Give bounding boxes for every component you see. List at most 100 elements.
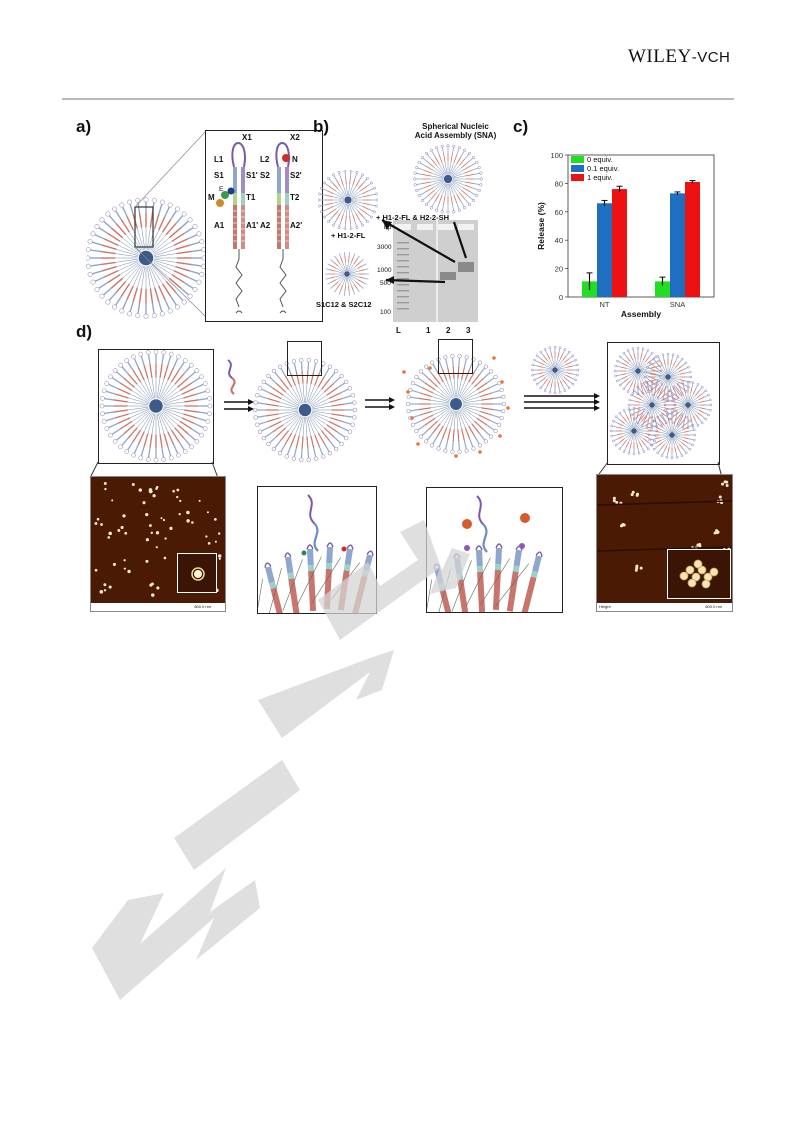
publisher-name: WILEY — [628, 46, 692, 67]
panel-b-bottom-particle — [325, 252, 369, 296]
y-tick-label: 20 — [555, 265, 563, 274]
y-axis-label: Release (%) — [536, 202, 546, 250]
y-tick-label: 80 — [555, 179, 563, 188]
x-axis-label: Assembly — [621, 309, 661, 319]
label-s1: S1 — [214, 171, 224, 180]
gel-arrows — [381, 219, 468, 284]
label-a1: A1 — [214, 221, 225, 230]
panel-b-sna-particle — [413, 144, 483, 214]
gel-marker-3000: 3000 — [377, 244, 392, 251]
panel-d-step3-particle — [402, 354, 510, 458]
bar-nt-1 — [597, 203, 612, 297]
afm-image-right: Height 800.0 nm — [596, 474, 733, 612]
panel-d-zoom-schematic-1 — [253, 486, 377, 633]
panel-d-zoom-schematic-2 — [422, 487, 563, 634]
afm-right-scale-bar: Height 800.0 nm — [597, 603, 732, 611]
strand-diagram — [216, 142, 290, 314]
afm-right-inset-cluster — [679, 559, 719, 589]
panel-b-top-caption: + H1-2-FL — [331, 231, 366, 240]
panel-b-top-particle — [318, 170, 378, 230]
gel-lane-3: 3 — [466, 326, 471, 335]
panel-a-zoom-lines — [134, 129, 208, 319]
bar-sna-1 — [670, 193, 685, 297]
panel-b-title: Spherical Nucleic Acid Assembly (SNA) — [408, 122, 503, 140]
publisher-suffix: -VCH — [691, 49, 731, 66]
afm-image-left: 800.0 nm — [90, 476, 226, 612]
label-m: M — [208, 193, 215, 202]
panel-d-start-particle — [99, 349, 213, 463]
legend-label: 1 equiv. — [587, 173, 613, 182]
y-tick-label: 100 — [550, 151, 563, 160]
publisher-logo: WILEY-VCH — [628, 46, 730, 68]
legend-swatch — [571, 174, 584, 181]
panel-a-sna-particle — [86, 197, 206, 319]
gel-marker-100: 100 — [380, 309, 391, 316]
afm-left-particles — [94, 482, 222, 597]
panel-d-label: d) — [76, 322, 93, 341]
panel-c-label: c) — [513, 117, 529, 136]
panel-b-title-line1: Spherical Nucleic — [422, 122, 489, 131]
bar-sna-2 — [685, 181, 700, 297]
legend-swatch — [571, 156, 584, 163]
y-tick-label: 40 — [555, 236, 563, 245]
label-a2-prime: A2' — [290, 221, 303, 230]
trigger-strand-icon — [227, 359, 236, 395]
panel-d-end-box — [607, 342, 720, 465]
gel-marker-1000: 1000 — [377, 267, 392, 274]
afm-right-inset — [667, 549, 731, 599]
panel-d-start-box — [98, 349, 214, 464]
label-a2: A2 — [260, 221, 271, 230]
legend-label: 0.1 equiv. — [587, 164, 619, 173]
afm-left-inset-particle — [191, 567, 205, 581]
panel-a-strand-box: X1 L1 S1 S1' M E T1 A1 A1' X2 L2 N S2 S2… — [205, 130, 323, 322]
panel-b-sna-caption: + H1-2-FL & H2-2-SH — [376, 213, 450, 222]
y-tick-label: 60 — [555, 208, 563, 217]
zoom-schematic-1-drawing — [253, 494, 374, 633]
label-s2-prime: S2' — [290, 171, 302, 180]
panel-d-added-particle — [531, 346, 579, 394]
y-tick-label: 0 — [559, 293, 563, 302]
bar-sna-0 — [655, 281, 670, 297]
header-rule — [62, 98, 734, 100]
gel-bands — [393, 220, 478, 322]
panel-d-step2-particle — [253, 358, 358, 462]
gel-lane-2: 2 — [446, 326, 451, 335]
x-tick-label: SNA — [670, 300, 685, 309]
panel-b-label: b) — [313, 117, 330, 136]
afm-right-scale-text: 800.0 nm — [705, 604, 722, 609]
arrow-step-1 — [224, 399, 254, 412]
panel-b-title-line2: Acid Assembly (SNA) — [414, 131, 497, 140]
bar-nt-2 — [612, 189, 627, 297]
gel-lane-l: L — [396, 326, 401, 335]
label-s1-prime: S1' — [246, 171, 258, 180]
label-n: N — [292, 155, 298, 164]
arrow-step-3 — [524, 393, 600, 411]
label-x1: X1 — [242, 133, 252, 142]
arrow-step-2 — [365, 397, 395, 410]
label-t2: T2 — [290, 193, 300, 202]
zoom-schematic-2-drawing — [422, 495, 543, 634]
panel-d-step3-zoom-box — [438, 339, 473, 374]
legend-swatch — [571, 165, 584, 172]
gel-lane-1: 1 — [426, 326, 431, 335]
label-x2: X2 — [290, 133, 300, 142]
x-tick-label: NT — [600, 300, 610, 309]
legend-label: 0 equiv. — [587, 155, 613, 164]
label-l1: L1 — [214, 155, 224, 164]
gel-marker-500: 500 — [380, 280, 391, 287]
panel-b-bottom-caption: S1C12 & S2C12 — [316, 300, 372, 309]
panel-d-aggregate — [609, 346, 713, 460]
label-a1-prime: A1' — [246, 221, 259, 230]
panel-a-label: a) — [76, 117, 92, 136]
label-t1: T1 — [246, 193, 256, 202]
afm-left-inset — [177, 553, 217, 593]
afm-right-height-label: Height — [599, 604, 611, 609]
panel-d-step2-zoom-box — [287, 341, 322, 376]
label-l2: L2 — [260, 155, 270, 164]
label-s2: S2 — [260, 171, 270, 180]
gel-image — [393, 220, 478, 322]
afm-left-scale-text: 800.0 nm — [194, 604, 211, 609]
afm-left-scale-bar: 800.0 nm — [91, 603, 225, 611]
label-e: E — [219, 186, 224, 193]
